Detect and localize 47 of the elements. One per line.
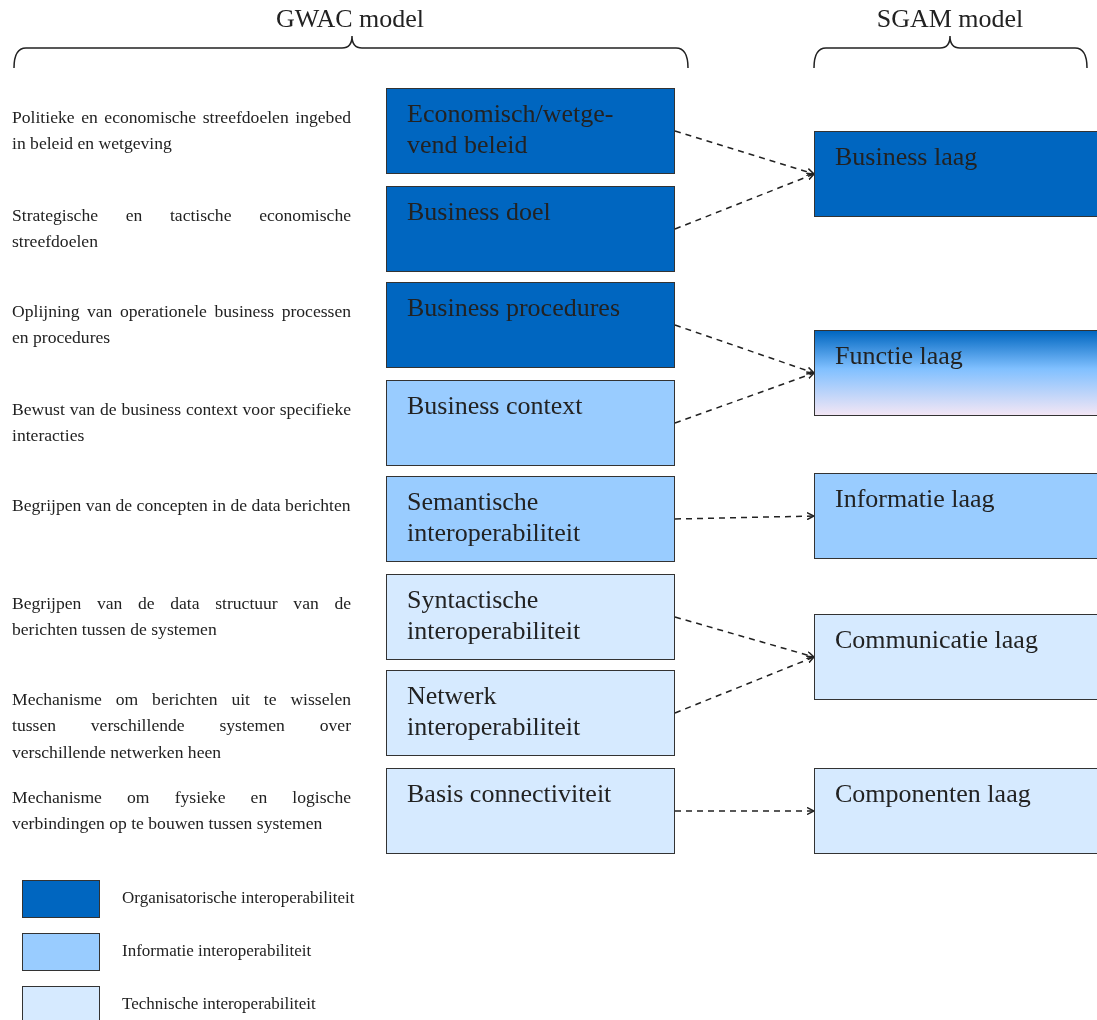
layer-description: Strategische en tactische economische streefdoelen: [12, 204, 351, 254]
box-label: Componenten laag: [835, 779, 1032, 810]
dashed-connector: [674, 806, 815, 816]
dashed-connector: [674, 324, 815, 375]
model-heading: GWAC model: [274, 4, 425, 34]
model-layer-box: [814, 614, 1097, 700]
layer-description: Oplijning van operationele business processen en procedures: [12, 300, 351, 350]
layer-description: Mechanisme om fysieke en logische verbindingen op te bouwen tussen systemen: [12, 786, 351, 836]
box-label: Netwerk interoperabiliteit: [407, 681, 582, 743]
layer-description: Begrijpen van de concepten in de data berichten: [12, 494, 351, 517]
box-label: Business context: [407, 391, 584, 422]
box-label: Syntactische interoperabiliteit: [407, 585, 582, 647]
layer-box: [386, 768, 675, 854]
box-label: Business doel: [407, 197, 552, 228]
layer-box: [386, 282, 675, 368]
box-label: Basis connectiviteit: [407, 779, 613, 810]
dashed-connector: [674, 371, 815, 424]
model-layer-box: [814, 330, 1097, 416]
dashed-connector: [674, 130, 815, 176]
layer-box: [386, 574, 675, 660]
box-label: Economisch/wetge-vend beleid: [407, 99, 615, 161]
layer-box: [386, 476, 675, 562]
layer-description: Mechanisme om berichten uit te wisselen tussen verschillende systemen over verschillende netwerken heen: [12, 688, 351, 764]
dashed-connector: [674, 616, 815, 660]
layer-box: [386, 88, 675, 174]
layer-description: Politieke en economische streefdoelen ingebed in beleid en wetgeving: [12, 106, 351, 156]
layer-description: Bewust van de business context voor specifieke interacties: [12, 398, 351, 448]
box-label: Business laag: [835, 142, 979, 173]
dashed-connector: [674, 511, 815, 521]
box-label: Business procedures: [407, 293, 621, 324]
model-layer-box: [814, 473, 1097, 559]
legend-label: Technische interoperabiliteit: [122, 994, 316, 1014]
model-layer-box: [814, 131, 1097, 217]
model-layer-box: [814, 768, 1097, 854]
box-label: Functie laag: [835, 341, 964, 372]
box-label: Communicatie laag: [835, 625, 1039, 656]
layer-box: [386, 186, 675, 272]
layer-box: [386, 670, 675, 756]
legend-label: Informatie interoperabiliteit: [122, 941, 312, 961]
box-label: Informatie laag: [835, 484, 996, 515]
box-label: Semantische interoperabiliteit: [407, 487, 582, 549]
model-heading: SGAM model: [875, 4, 1025, 34]
dashed-connector: [674, 172, 815, 230]
layer-box: [386, 380, 675, 466]
layer-description: Begrijpen van de data structuur van de berichten tussen de systemen: [12, 592, 351, 642]
dashed-connector: [674, 655, 815, 714]
legend-label: Organisatorische interoperabiliteit: [122, 888, 355, 908]
